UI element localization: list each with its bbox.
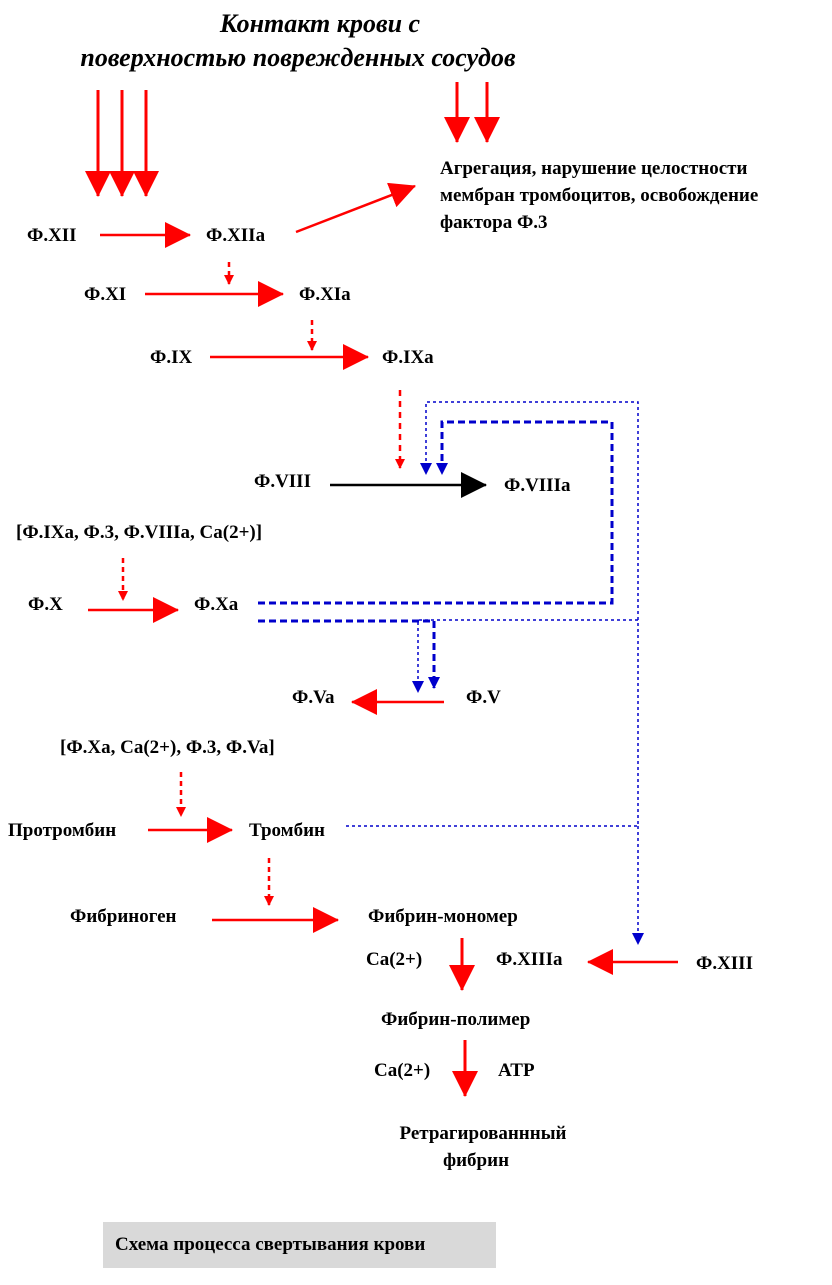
- factor-xia: Ф.XIa: [299, 284, 351, 305]
- factor-xa: Ф.Xa: [194, 594, 239, 615]
- factor-viiia: Ф.VIIIa: [504, 475, 571, 496]
- fibrin-monomer: Фибрин-мономер: [368, 906, 518, 927]
- aggregation-line-1: Агрегация, нарушение целостности: [440, 158, 747, 179]
- retracted-fibrin-line-1: Ретрагированнный: [400, 1123, 567, 1144]
- prothrombin: Протромбин: [8, 820, 116, 841]
- feedback-xa-thick-to-v: [258, 619, 440, 689]
- factor-va: Ф.Va: [292, 687, 335, 708]
- factor-xiiia: Ф.XIIIa: [496, 949, 563, 970]
- contact-arrows: [85, 90, 159, 197]
- title-line-1: Контакт крови с: [219, 9, 421, 38]
- aggregation-line-2: мембран тромбоцитов, освобождение: [440, 185, 758, 206]
- factor-xii: Ф.XII: [27, 225, 77, 246]
- calcium-1: Ca(2+): [366, 949, 422, 970]
- feedback-thrombin-thin-lower: [346, 620, 639, 827]
- complex-ixa: [Ф.IXa, Ф.3, Ф.VIIIa, Ca(2+)]: [16, 522, 262, 543]
- factor-viii: Ф.VIII: [254, 471, 311, 492]
- aggregation-line-3: фактора Ф.3: [440, 212, 548, 233]
- factor-ix: Ф.IX: [150, 347, 192, 368]
- fibrinogen: Фибриноген: [70, 906, 177, 927]
- retracted-fibrin-line-2: фибрин: [443, 1150, 509, 1171]
- feedback-thin-to-v: [412, 619, 638, 693]
- atp: ATP: [498, 1060, 535, 1081]
- factor-ixa: Ф.IXa: [382, 347, 434, 368]
- feedback-xa-thick: [258, 420, 614, 605]
- factor-x: Ф.X: [28, 594, 63, 615]
- caption-box: Схема процесса свертывания крови: [103, 1222, 496, 1268]
- calcium-2: Ca(2+): [374, 1060, 430, 1081]
- complex-xa: [Ф.Xa, Ca(2+), Ф.3, Ф.Va]: [60, 737, 275, 758]
- thrombin: Тромбин: [249, 820, 325, 841]
- aggregation-arrows: [444, 82, 500, 143]
- factor-xiia: Ф.XIIa: [206, 225, 266, 246]
- fibrin-polymer: Фибрин-полимер: [381, 1009, 530, 1030]
- factor-xi: Ф.XI: [84, 284, 126, 305]
- feedback-thrombin-thin-upper: [420, 401, 639, 620]
- factor-xiii: Ф.XIII: [696, 953, 753, 974]
- arrow-xiia-aggregation: [295, 182, 416, 234]
- title-line-2: поверхностью поврежденных сосудов: [80, 43, 516, 72]
- factor-v: Ф.V: [466, 687, 501, 708]
- caption-text: Схема процесса свертывания крови: [115, 1234, 426, 1255]
